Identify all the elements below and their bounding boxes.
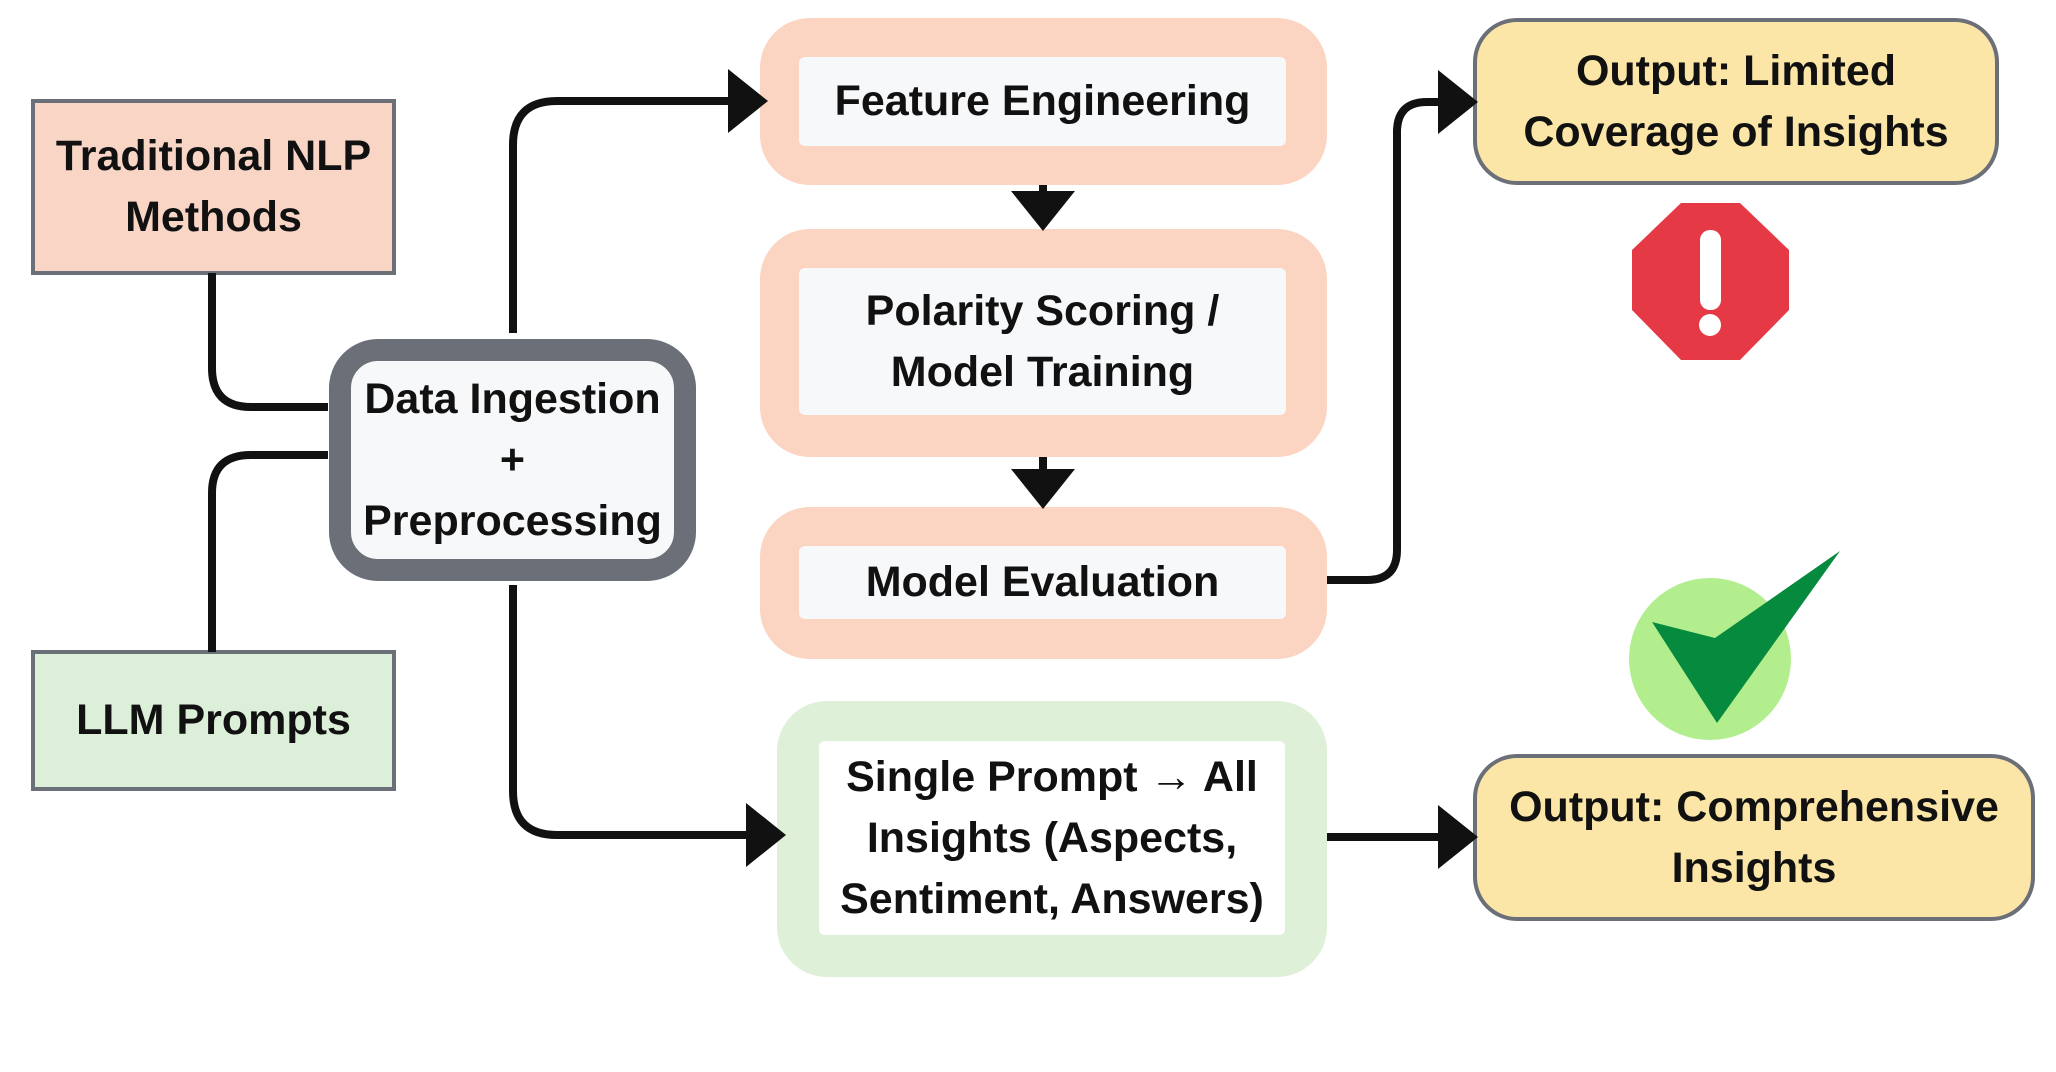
- feature-engineering-label: Feature Engineering: [834, 77, 1251, 125]
- traditional-nlp-label: Traditional NLP Methods: [55, 132, 372, 241]
- llm-prompts-label: LLM Prompts: [76, 696, 351, 744]
- connector-ingestion-to-feature: [509, 69, 768, 333]
- data-ingestion-label: Data Ingestion + Preprocessing: [363, 374, 662, 545]
- connector-evaluation-to-output-limited: [1327, 70, 1478, 584]
- output-comprehensive-label: Output: Comprehensive Insights: [1509, 782, 1999, 892]
- llm-prompts-box: [31, 650, 396, 791]
- single-prompt-inner: [819, 741, 1285, 935]
- output-limited-label: Output: Limited Coverage of Insights: [1523, 46, 1949, 156]
- checkmark-icon: [1629, 551, 1840, 740]
- model-evaluation-label: Model Evaluation: [865, 558, 1220, 606]
- connector-ingestion-to-single-prompt: [509, 585, 786, 867]
- data-ingestion-box: [329, 339, 696, 581]
- connector-llm-to-ingestion: [208, 451, 328, 652]
- warning-octagon-icon: [1632, 203, 1789, 360]
- connector-traditional-to-ingestion: [208, 273, 328, 411]
- model-evaluation-inner: [799, 546, 1286, 619]
- feature-engineering-inner: [799, 57, 1286, 146]
- single-prompt-label: Single Prompt → All Insights (Aspects, S…: [840, 752, 1264, 923]
- polarity-scoring-label: Polarity Scoring / Model Training: [865, 286, 1220, 396]
- traditional-nlp-box: [31, 99, 396, 275]
- polarity-scoring-inner: [799, 268, 1286, 415]
